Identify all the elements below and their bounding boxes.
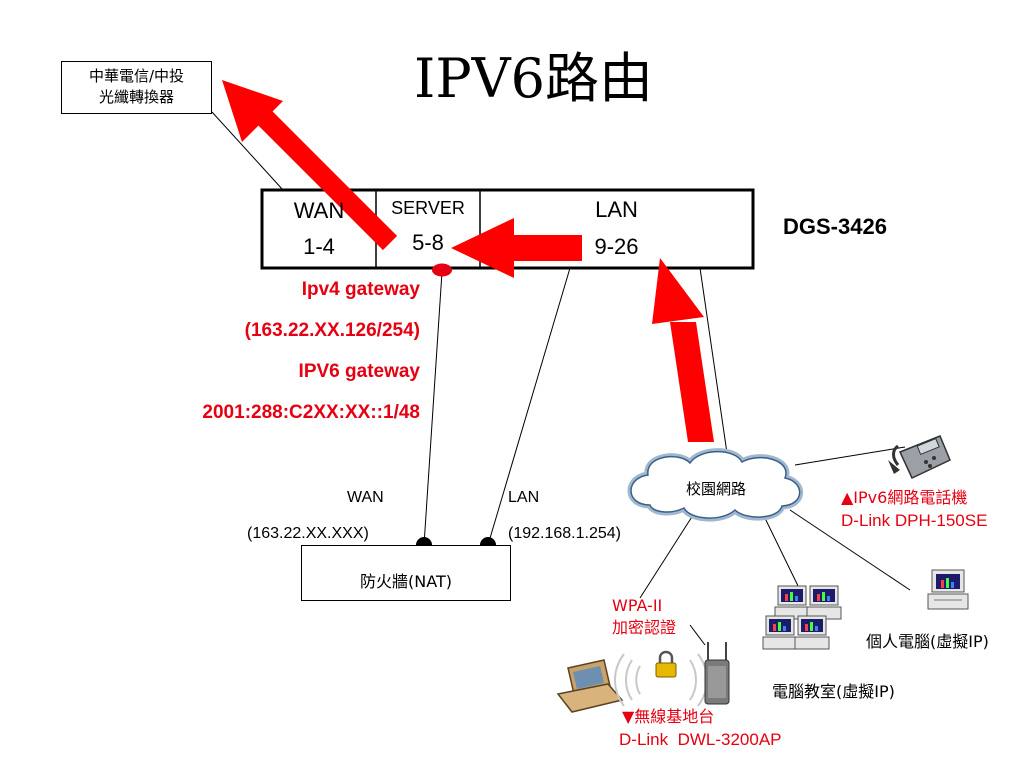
computer-lab-label: 電腦教室(虛擬IP)	[772, 682, 895, 701]
link-wpa-ap	[689, 624, 706, 646]
switch-server-ports: 5-8	[412, 230, 444, 255]
pc-label: 個人電腦(虛擬IP)	[866, 632, 989, 651]
laptop-icon	[556, 659, 624, 713]
wpa-auth-label: 加密認證	[612, 618, 677, 637]
arrow-cloud-to-lan	[652, 258, 714, 442]
access-point-icon	[704, 642, 730, 705]
link-server-fw	[423, 271, 443, 546]
switch-wan-name: WAN	[293, 198, 345, 223]
link-lan-fw	[487, 267, 571, 546]
computer-lab-icon	[762, 585, 842, 650]
campus-network-label: 校園網路	[686, 480, 747, 498]
firewall-box: 防火牆(NAT)	[301, 545, 511, 601]
gateway-dot	[432, 263, 452, 277]
ap-label: ▼無線基地台	[622, 707, 715, 726]
isp-fiber-converter: 中華電信/中投 光纖轉換器	[61, 61, 212, 114]
ipv4-gateway-label: Ipv4 gateway	[301, 279, 420, 300]
arrow-wan-to-isp	[222, 80, 398, 251]
cloud-icon	[627, 448, 804, 522]
page-title: IPV6路由	[414, 47, 654, 110]
switch-model: DGS-3426	[783, 214, 887, 239]
ip-phone-model: D-Link DPH-150SE	[841, 511, 988, 530]
ipv4-gateway-address: (163.22.XX.126/254)	[244, 320, 420, 341]
link-lan-cloud	[699, 267, 729, 461]
isp-label-line2: 光纖轉換器	[98, 88, 174, 106]
ip-phone-label: ▲IPv6網路電話機	[841, 488, 968, 507]
ipv6-gateway-address: 2001:288:C2XX:XX::1/48	[202, 402, 420, 423]
firewall-wan-label: WAN	[347, 489, 384, 506]
wpa-label: WPA-II	[612, 596, 663, 615]
firewall-lan-label: LAN	[508, 489, 540, 506]
switch-lan-name: LAN	[595, 197, 638, 222]
ap-model: D-Link DWL-3200AP	[619, 730, 782, 749]
switch-server-name: SERVER	[391, 198, 465, 218]
link-isp-wan	[211, 111, 284, 191]
arrow-lan-to-server	[451, 218, 582, 278]
ipv6-gateway-label: IPV6 gateway	[298, 361, 420, 382]
pc-icon	[927, 569, 969, 610]
link-cloud-lab	[761, 511, 801, 591]
link-cloud-phone	[794, 446, 906, 466]
firewall-wan-address: (163.22.XX.XXX)	[247, 525, 369, 542]
wireless-waves-icon	[614, 653, 708, 707]
firewall-lan-address: (192.168.1.254)	[508, 525, 621, 542]
switch-lan-ports: 9-26	[594, 234, 639, 259]
isp-label-line1: 中華電信/中投	[88, 67, 185, 85]
switch-wan-ports: 1-4	[303, 234, 335, 259]
link-cloud-ap	[639, 511, 696, 599]
lock-icon	[655, 650, 677, 678]
ip-phone-icon	[888, 435, 951, 480]
firewall-label: 防火牆(NAT)	[360, 572, 452, 591]
link-cloud-pc	[789, 509, 911, 591]
